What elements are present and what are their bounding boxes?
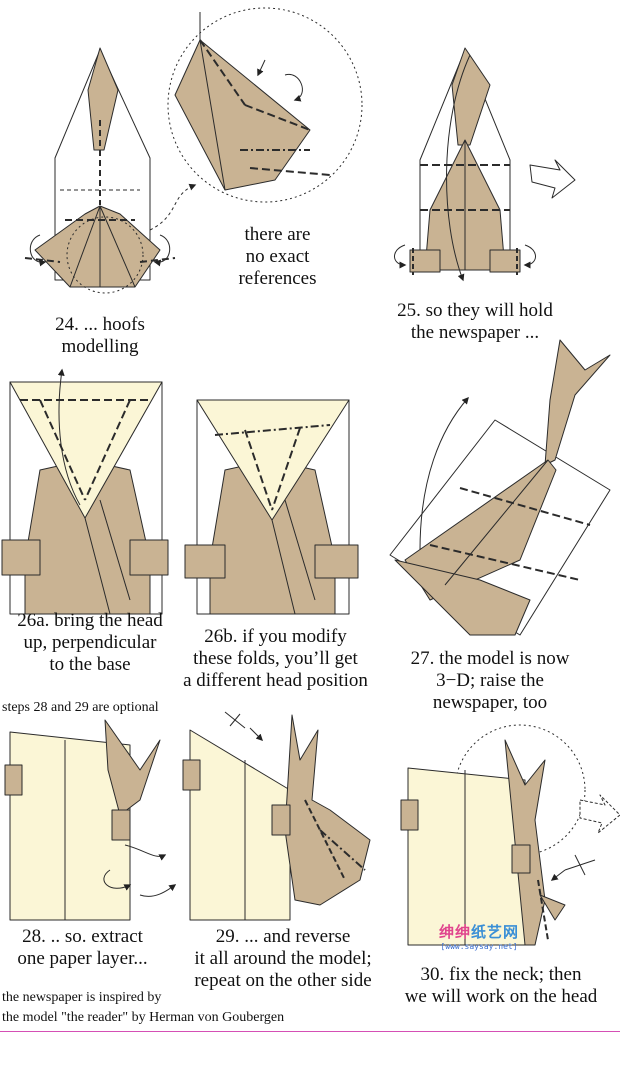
step-25-figure: [394, 47, 576, 282]
credit-line-2: the model "the reader" by Herman von Gou…: [2, 1010, 285, 1025]
step-24-figure: [24, 47, 176, 294]
watermark-url: [www.saysay.net]: [440, 942, 518, 951]
step-26a-figure: [1, 368, 169, 615]
step-24-detail-circle: [167, 7, 363, 203]
watermark-part2: 纸艺网: [471, 923, 520, 941]
bottom-rule: [0, 1031, 620, 1032]
watermark-part1: 绅绅: [438, 923, 471, 941]
step-29-figure: [182, 711, 371, 921]
step-30-figure: [400, 724, 620, 946]
site-watermark: 绅绅纸艺网 [www.saysay.net]: [424, 921, 534, 951]
step-28-figure: [4, 719, 177, 921]
optional-steps-note: steps 28 and 29 are optional: [2, 700, 159, 715]
step-27-figure: [389, 339, 611, 636]
credit-line-1: the newspaper is inspired by: [2, 990, 162, 1005]
step-26b-figure: [184, 399, 359, 615]
